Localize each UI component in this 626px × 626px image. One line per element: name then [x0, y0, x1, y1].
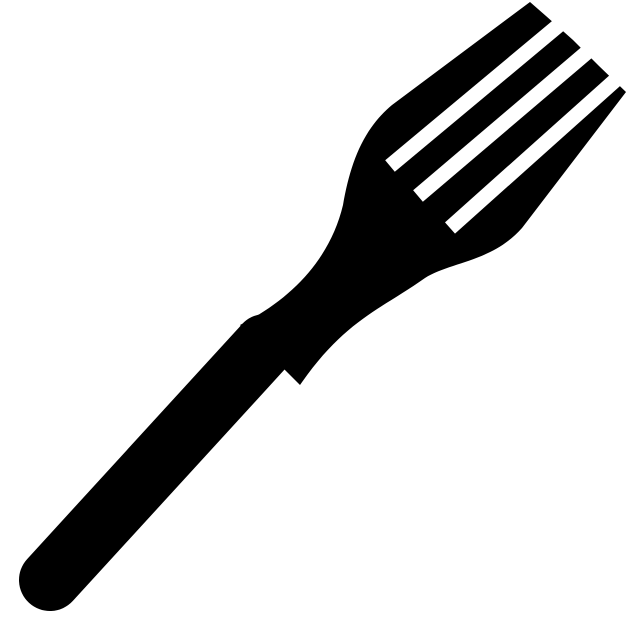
tine-gaps — [385, 14, 625, 234]
tine-gap — [445, 70, 625, 234]
tine-gap — [413, 42, 597, 202]
tine-gap — [385, 14, 570, 172]
fork-handle — [19, 314, 296, 611]
